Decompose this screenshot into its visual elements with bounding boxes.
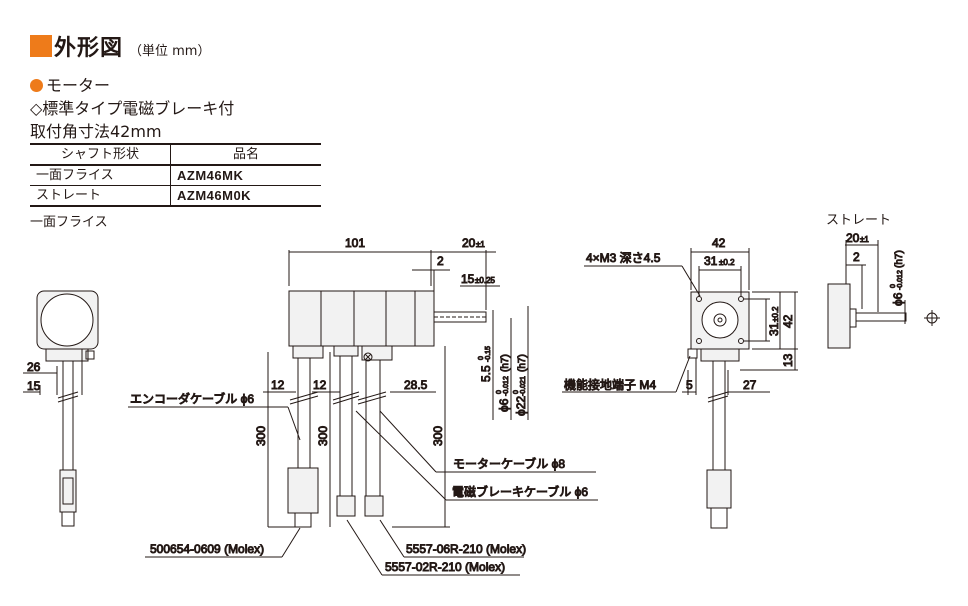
dim-31: 31 bbox=[704, 254, 718, 268]
dim-s2: 2 bbox=[853, 250, 860, 264]
callout-brake-cable: 電磁ブレーキケーブル ϕ6 bbox=[452, 484, 588, 499]
shaft-cell: 一面フライス bbox=[30, 165, 171, 186]
table-header-row: シャフト形状 品名 bbox=[30, 143, 321, 166]
dim-31-tol: ±0.2 bbox=[719, 258, 735, 267]
dim-28-5: 28.5 bbox=[404, 378, 428, 392]
dim-5: 5 bbox=[686, 378, 693, 392]
left-end-view bbox=[23, 290, 99, 527]
dim-31b: 31 bbox=[767, 322, 781, 336]
dim-31b-tol: ±0.2 bbox=[771, 306, 780, 322]
table-row: 一面フライス AZM46MK bbox=[30, 165, 321, 186]
col-model: 品名 bbox=[170, 143, 321, 166]
dim-42b: 42 bbox=[781, 314, 795, 328]
callout-ground: 機能接地端子 M4 bbox=[564, 377, 656, 392]
callout-conn3: 5557-02R-210 (Molex) bbox=[385, 560, 505, 574]
shaft-cell: ストレート bbox=[30, 185, 171, 207]
motor-type: ◇標準タイプ電磁ブレーキ付 bbox=[30, 99, 235, 118]
dim-27: 27 bbox=[743, 378, 757, 392]
orange-dot-icon bbox=[30, 79, 43, 92]
dim-20-tol: ±1 bbox=[476, 240, 485, 249]
callout-screw: 4×M3 深さ4.5 bbox=[586, 251, 661, 265]
section-heading: モーター bbox=[30, 72, 110, 96]
dim-phi22-tol: -0.021 bbox=[520, 376, 527, 396]
callout-conn1: 500654-0609 (Molex) bbox=[150, 542, 264, 556]
dim-13: 13 bbox=[781, 353, 795, 367]
dim-20: 20 bbox=[462, 236, 476, 250]
unit-note: （単位 mm） bbox=[129, 43, 211, 59]
callout-encoder: エンコーダケーブル ϕ6 bbox=[130, 391, 254, 406]
model-cell: AZM46MK bbox=[170, 165, 321, 186]
section-heading-text: モーター bbox=[46, 76, 111, 95]
motor-side-view bbox=[263, 250, 529, 528]
motor-front-view bbox=[562, 248, 798, 529]
col-shaft: シャフト形状 bbox=[30, 143, 171, 166]
page-header: 外形図 （単位 mm） bbox=[30, 30, 210, 62]
dim-101: 101 bbox=[345, 236, 365, 250]
dim-12b: 12 bbox=[313, 378, 327, 392]
dim-s-phi6-h7: (h7) bbox=[894, 250, 905, 268]
callout-leaders bbox=[128, 406, 598, 576]
dim-15: 15 bbox=[461, 272, 475, 286]
callout-conn2: 5557-06R-210 (Molex) bbox=[406, 542, 526, 556]
dim-5-5-tol0: 0 bbox=[478, 356, 485, 360]
dim-phi6-tol0: 0 bbox=[496, 390, 503, 394]
dim-15b: 15 bbox=[27, 379, 41, 393]
dim-phi6: ϕ6 bbox=[497, 398, 511, 412]
dim-phi22: ϕ22 bbox=[514, 396, 528, 416]
dim-s-phi6: ϕ6 bbox=[891, 292, 905, 306]
model-table: シャフト形状 品名 一面フライス AZM46MK ストレート AZM46M0K bbox=[30, 143, 321, 207]
dim-300c: 300 bbox=[431, 426, 445, 446]
dim-15-tol: ±0.25 bbox=[475, 276, 496, 285]
straight-view-label: ストレート bbox=[826, 213, 892, 228]
dim-s20-tol: ±1 bbox=[860, 235, 869, 244]
dim-12a: 12 bbox=[271, 378, 285, 392]
dim-phi6-h7: (h7) bbox=[500, 354, 511, 372]
model-cell: AZM46M0K bbox=[170, 185, 321, 207]
dim-s-phi6-tol: -0.012 bbox=[897, 270, 904, 290]
straight-shaft-view bbox=[827, 240, 940, 349]
orange-square-icon bbox=[30, 35, 52, 57]
dim-s20: 20 bbox=[846, 231, 860, 245]
callout-motor-cable: モーターケーブル ϕ8 bbox=[453, 456, 565, 471]
dim-2: 2 bbox=[437, 254, 444, 268]
table-row: ストレート AZM46M0K bbox=[30, 185, 321, 207]
page-title: 外形図 bbox=[54, 36, 124, 61]
dim-s-phi6-tol0: 0 bbox=[890, 284, 897, 288]
dim-phi6-tol: -0.012 bbox=[503, 376, 510, 396]
dim-5-5: 5.5 bbox=[479, 365, 493, 382]
flat-view-label: 一面フライス bbox=[30, 215, 108, 230]
dim-26: 26 bbox=[27, 360, 41, 374]
dim-5-5-tol: -0.15 bbox=[485, 346, 492, 362]
dim-42a: 42 bbox=[712, 236, 726, 250]
dim-300a: 300 bbox=[254, 426, 268, 446]
dim-phi22-tol0: 0 bbox=[513, 390, 520, 394]
dim-300b: 300 bbox=[316, 426, 330, 446]
frame-size: 取付角寸法42mm bbox=[30, 122, 162, 141]
dim-phi22-h7: (h7) bbox=[517, 354, 528, 372]
